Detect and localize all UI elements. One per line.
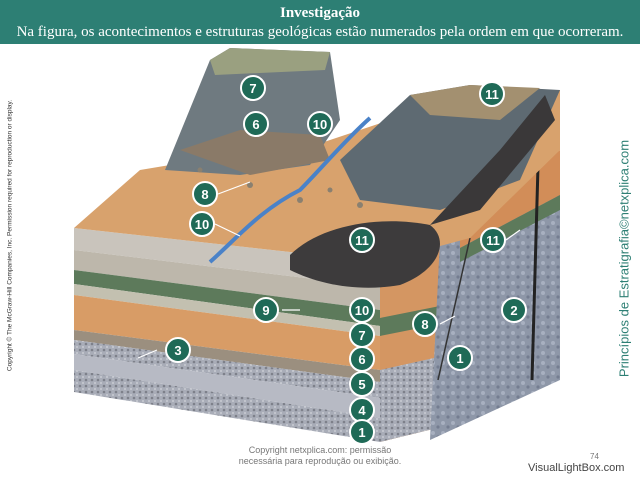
- front-face-layers: [74, 228, 380, 442]
- label-face-7: 7: [349, 322, 375, 348]
- label-river-10: 10: [189, 211, 215, 237]
- bottom-copyright-line1: Copyright netxplica.com: permissão: [248, 445, 392, 455]
- page-number: 74: [590, 452, 599, 461]
- label-face-6: 6: [349, 346, 375, 372]
- label-side-8: 8: [412, 311, 438, 337]
- label-face-9: 9: [253, 297, 279, 323]
- svg-text:1: 1: [456, 351, 463, 366]
- label-valley-10: 10: [307, 111, 333, 137]
- svg-text:11: 11: [486, 233, 500, 248]
- svg-text:10: 10: [195, 217, 209, 232]
- label-side-1: 1: [447, 345, 473, 371]
- svg-text:2: 2: [510, 303, 517, 318]
- svg-text:9: 9: [262, 303, 269, 318]
- bottom-copyright: Copyright netxplica.com: permissão neces…: [200, 445, 440, 467]
- label-face-5: 5: [349, 371, 375, 397]
- slide-subtitle: Na figura, os acontecimentos e estrutura…: [16, 24, 624, 40]
- svg-text:11: 11: [485, 87, 499, 102]
- svg-text:5: 5: [358, 377, 365, 392]
- leader-lines: [137, 181, 521, 359]
- bottom-copyright-line2: necessária para reprodução ou exibição.: [238, 456, 402, 466]
- label-plain-8: 8: [192, 181, 218, 207]
- svg-text:3: 3: [174, 343, 181, 358]
- svg-text:8: 8: [201, 187, 208, 202]
- label-face-10: 10: [349, 297, 375, 323]
- svg-text:4: 4: [358, 403, 366, 418]
- header-bar: Investigação Na figura, os acontecimento…: [0, 0, 640, 44]
- slide-title: Investigação: [280, 5, 360, 21]
- label-face-1-front: 1: [349, 419, 375, 445]
- label-ridge-11: 11: [479, 81, 505, 107]
- watermark: VisualLightBox.com: [528, 462, 625, 474]
- label-face-3: 3: [165, 337, 191, 363]
- svg-text:1: 1: [358, 425, 365, 440]
- side-face: [380, 94, 560, 442]
- svg-text:7: 7: [358, 328, 365, 343]
- label-top-butte-7: 7: [240, 75, 266, 101]
- svg-text:11: 11: [355, 233, 369, 248]
- label-side-2: 2: [501, 297, 527, 323]
- label-dike-11: 11: [480, 227, 506, 253]
- svg-text:10: 10: [313, 117, 327, 132]
- label-lava-11: 11: [349, 227, 375, 253]
- label-top-butte-6: 6: [243, 111, 269, 137]
- svg-text:6: 6: [358, 352, 365, 367]
- label-face-4: 4: [349, 397, 375, 423]
- svg-text:10: 10: [355, 303, 369, 318]
- svg-text:8: 8: [421, 317, 428, 332]
- svg-text:6: 6: [252, 117, 259, 132]
- svg-text:7: 7: [249, 81, 256, 96]
